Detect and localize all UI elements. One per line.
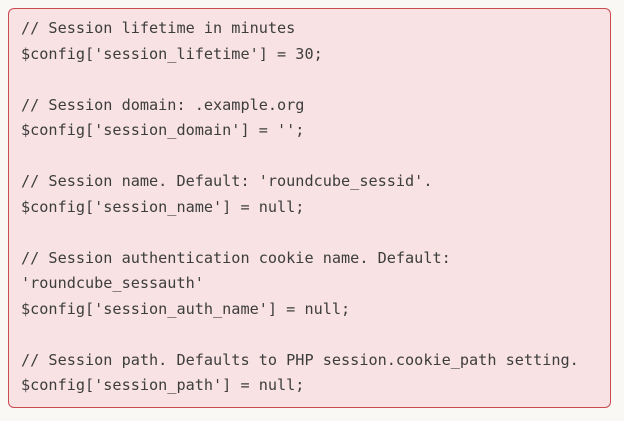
code-pre: // Session lifetime in minutes $config['… bbox=[9, 9, 610, 407]
php-config-code-block: // Session lifetime in minutes $config['… bbox=[8, 8, 611, 408]
code-content: // Session lifetime in minutes $config['… bbox=[21, 19, 579, 394]
